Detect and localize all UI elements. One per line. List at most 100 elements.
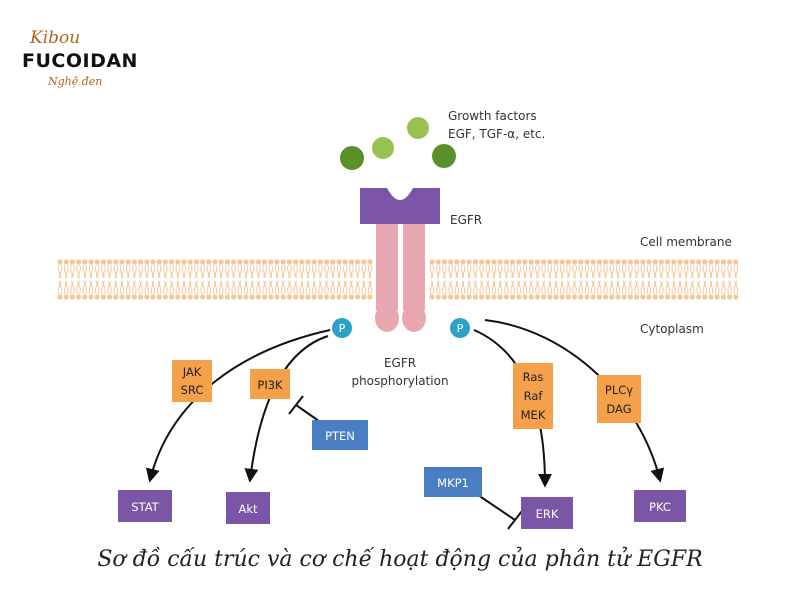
lipid-tail bbox=[163, 264, 168, 279]
lipid-tail bbox=[262, 280, 267, 295]
lipid-tail bbox=[578, 280, 584, 295]
lipid-head bbox=[330, 259, 336, 265]
node-mkp1-text: MKP1 bbox=[437, 476, 469, 490]
logo-sub-text: Nghệ đen bbox=[48, 75, 103, 88]
lipid-head bbox=[603, 294, 609, 300]
lipid-tail bbox=[466, 264, 472, 279]
lipid-tail bbox=[702, 264, 708, 279]
lipid-tail bbox=[665, 264, 670, 279]
lipid-tail bbox=[274, 280, 280, 295]
lipid-head bbox=[113, 259, 119, 265]
lipid-head bbox=[627, 259, 634, 265]
lipid-tail bbox=[460, 280, 466, 295]
lipid-tail bbox=[355, 264, 360, 279]
node-pi3k-text: PI3K bbox=[257, 378, 283, 392]
lipid-tail bbox=[677, 264, 683, 279]
lipid-tail bbox=[311, 264, 317, 279]
node-akt-box bbox=[226, 492, 270, 524]
lipid-tail bbox=[144, 264, 150, 279]
lipid-head bbox=[125, 259, 131, 265]
lipid-tail bbox=[510, 280, 515, 295]
lipid-head bbox=[367, 294, 373, 300]
lipid-tail bbox=[243, 280, 249, 295]
lipid-head bbox=[348, 259, 354, 265]
lipid-head bbox=[255, 294, 261, 300]
lipid-head bbox=[646, 294, 652, 300]
lipid-head bbox=[460, 259, 466, 265]
lipid-tail bbox=[572, 264, 577, 279]
lipid-head bbox=[565, 294, 572, 300]
lipid-tail bbox=[138, 280, 143, 295]
lipid-head bbox=[615, 259, 621, 265]
lipid-tail bbox=[733, 280, 739, 295]
lipid-head bbox=[720, 294, 727, 300]
lipid-tail bbox=[125, 280, 131, 295]
lipid-tail bbox=[621, 280, 627, 295]
lipid-tail bbox=[665, 280, 670, 295]
lipid-tail bbox=[194, 264, 199, 279]
lipid-head bbox=[460, 294, 466, 300]
lipid-tail bbox=[336, 264, 342, 279]
lipid-tail bbox=[225, 264, 230, 279]
lipid-tail bbox=[491, 280, 497, 295]
node-erk-box bbox=[521, 497, 573, 529]
node-plcy-dag: PLCγ DAG bbox=[597, 375, 641, 423]
lipid-head bbox=[472, 259, 478, 265]
lipid-tail bbox=[522, 280, 528, 295]
lipid-head bbox=[348, 294, 354, 300]
logo-kibou-text: Kibou bbox=[30, 28, 81, 48]
lipid-tail bbox=[318, 280, 323, 295]
node-stat-box bbox=[118, 490, 172, 522]
lipid-tail bbox=[435, 280, 441, 295]
lipid-head bbox=[299, 259, 305, 265]
lipid-head bbox=[107, 259, 113, 265]
lipid-head bbox=[293, 259, 299, 265]
ligand-1 bbox=[340, 146, 364, 170]
lipid-head bbox=[88, 259, 94, 265]
lipid-tail bbox=[448, 280, 453, 295]
node-mek-text: MEK bbox=[521, 408, 546, 422]
kibou-fucoidan-logo: Kibou FUCOIDAN Nghệ đen bbox=[22, 28, 162, 98]
lipid-head bbox=[324, 259, 330, 265]
lipid-tail bbox=[559, 280, 565, 295]
lipid-tail bbox=[584, 280, 590, 295]
node-pten-box bbox=[312, 420, 368, 450]
lipid-head bbox=[268, 259, 274, 265]
lipid-head bbox=[454, 259, 460, 265]
lipid-tail bbox=[218, 264, 224, 279]
lipid-tail bbox=[156, 264, 162, 279]
lipid-tail bbox=[231, 264, 236, 279]
lipid-tail bbox=[584, 264, 590, 279]
lipid-tail bbox=[479, 264, 484, 279]
lipid-head bbox=[634, 259, 640, 265]
lipid-tail bbox=[187, 280, 193, 295]
node-pkc-text: PKC bbox=[649, 500, 671, 514]
lipid-tail bbox=[559, 264, 565, 279]
lipid-tail bbox=[429, 280, 435, 295]
lipid-head bbox=[491, 294, 497, 300]
lipid-head bbox=[497, 259, 503, 265]
lipid-tail bbox=[435, 264, 441, 279]
lipid-head bbox=[448, 294, 454, 300]
lipid-head bbox=[609, 294, 615, 300]
lipid-tail bbox=[311, 280, 317, 295]
lipid-head bbox=[572, 259, 578, 265]
lipid-head bbox=[702, 294, 708, 300]
lipid-tail bbox=[212, 264, 218, 279]
lipid-head bbox=[714, 294, 720, 300]
lipid-tail bbox=[528, 264, 534, 279]
lipid-head bbox=[658, 294, 665, 300]
lipid-tail bbox=[671, 264, 677, 279]
lipid-tail bbox=[336, 280, 342, 295]
lipid-tail bbox=[107, 264, 112, 279]
lipid-head bbox=[509, 259, 516, 265]
lipid-head bbox=[100, 259, 106, 265]
lipid-tail bbox=[156, 280, 162, 295]
lipid-tail bbox=[94, 280, 100, 295]
lipid-head bbox=[472, 294, 478, 300]
node-mkp1-box bbox=[424, 467, 482, 497]
lipid-head bbox=[479, 294, 485, 300]
lipid-tail bbox=[628, 280, 633, 295]
lipid-head bbox=[305, 259, 311, 265]
